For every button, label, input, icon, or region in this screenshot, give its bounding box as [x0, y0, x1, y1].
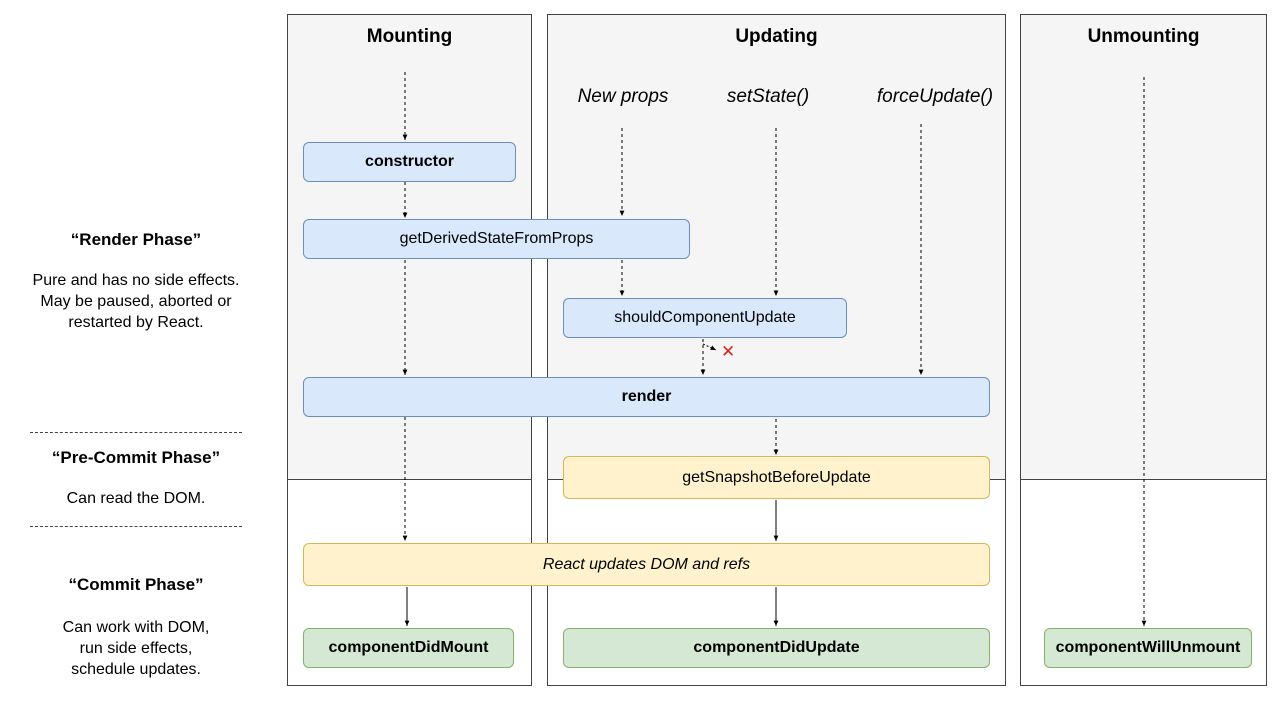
- commit-phase-description: Can work with DOM, run side effects, sch…: [0, 617, 272, 680]
- cancel-icon: ✕: [721, 342, 736, 361]
- get-derived-state-from-props-box: getDerivedStateFromProps: [303, 219, 690, 259]
- commit-phase-line: schedule updates.: [71, 661, 201, 678]
- commit-phase-line: run side effects,: [79, 640, 193, 657]
- commit-phase-line: Can work with DOM,: [62, 619, 210, 636]
- phase-divider: [30, 526, 242, 527]
- trigger-set-state: setState(): [726, 86, 810, 107]
- render-phase-description: Pure and has no side effects. May be pau…: [0, 270, 272, 333]
- render-phase-title: “Render Phase”: [70, 230, 202, 249]
- component-did-mount-box: componentDidMount: [303, 628, 514, 668]
- render-phase-line: restarted by React.: [68, 314, 204, 331]
- render-phase-line: Pure and has no side effects.: [32, 272, 240, 289]
- render-phase-line: May be paused, aborted or: [40, 293, 232, 310]
- arrow-scu-cancel: [702, 343, 717, 351]
- unmounting-title: Unmounting: [1087, 26, 1200, 47]
- should-component-update-box: shouldComponentUpdate: [563, 298, 847, 338]
- component-did-update-box: componentDidUpdate: [563, 628, 990, 668]
- constructor-box: constructor: [303, 142, 516, 182]
- get-snapshot-before-update-box: getSnapshotBeforeUpdate: [563, 456, 990, 499]
- commit-phase-title: “Commit Phase”: [68, 575, 204, 594]
- render-box: render: [303, 377, 990, 417]
- pre-commit-phase-title: “Pre-Commit Phase”: [51, 448, 221, 467]
- trigger-force-update: forceUpdate(): [876, 86, 994, 107]
- react-updates-dom-box: React updates DOM and refs: [303, 543, 990, 586]
- pre-commit-phase-line: Can read the DOM.: [66, 490, 206, 507]
- updating-title: Updating: [735, 26, 818, 47]
- pre-commit-phase-description: Can read the DOM.: [0, 488, 272, 509]
- phase-divider: [30, 432, 242, 433]
- component-will-unmount-box: componentWillUnmount: [1044, 628, 1252, 668]
- trigger-new-props: New props: [577, 86, 669, 107]
- mounting-title: Mounting: [366, 26, 453, 47]
